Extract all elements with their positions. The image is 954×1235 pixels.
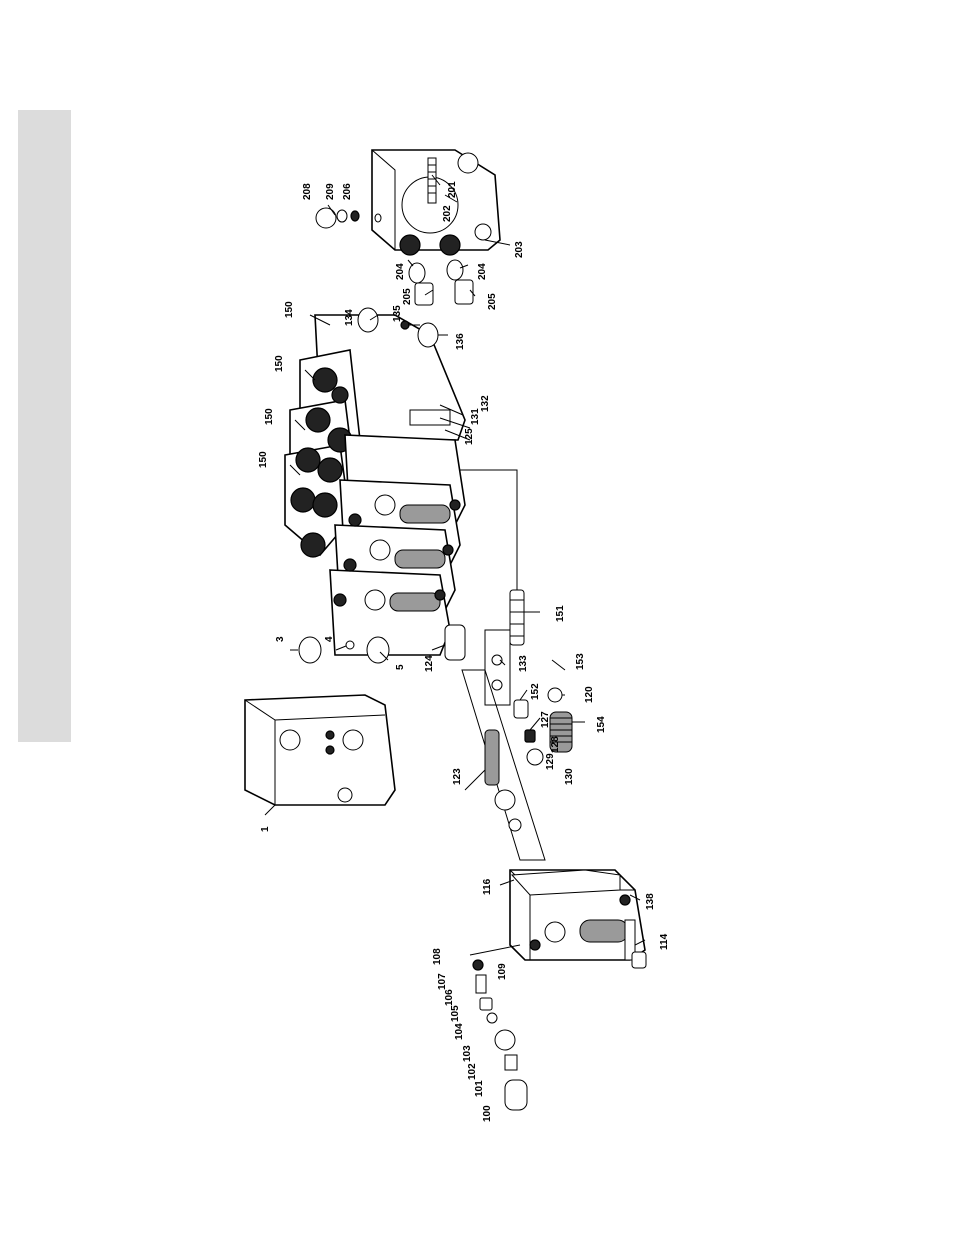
callout-151: 151 xyxy=(555,605,566,622)
callout-205-left: 205 xyxy=(402,288,413,305)
callout-4: 4 xyxy=(324,636,335,642)
callout-204-right: 204 xyxy=(477,263,488,280)
callout-100: 100 xyxy=(482,1105,493,1122)
callout-131: 131 xyxy=(470,408,481,425)
fittings-205 xyxy=(415,280,473,305)
callout-154: 154 xyxy=(596,716,607,733)
callout-104: 104 xyxy=(454,1023,465,1040)
callout-105: 105 xyxy=(450,1005,461,1022)
callout-5: 5 xyxy=(395,664,406,670)
callout-135: 135 xyxy=(392,305,403,322)
callout-138: 138 xyxy=(645,893,656,910)
callout-116: 116 xyxy=(482,878,493,895)
callout-102: 102 xyxy=(467,1063,478,1080)
callout-206: 206 xyxy=(342,183,353,200)
callout-136: 136 xyxy=(455,333,466,350)
callout-202: 202 xyxy=(442,205,453,222)
callout-205-right: 205 xyxy=(487,293,498,310)
callout-201: 201 xyxy=(447,181,458,198)
callout-108: 108 xyxy=(432,948,443,965)
valve-stack xyxy=(285,315,465,655)
callout-128: 128 xyxy=(550,736,561,753)
callout-204-left: 204 xyxy=(395,263,406,280)
callout-120: 120 xyxy=(584,686,595,703)
callout-130: 130 xyxy=(564,768,575,785)
plate-133 xyxy=(485,630,510,705)
callout-132: 132 xyxy=(480,395,491,412)
callout-3: 3 xyxy=(275,636,286,642)
callout-203: 203 xyxy=(514,241,525,258)
callout-127: 127 xyxy=(540,711,551,728)
callout-134: 134 xyxy=(344,309,355,326)
callout-150-c: 150 xyxy=(264,408,275,425)
callout-129: 129 xyxy=(545,753,556,770)
callout-107: 107 xyxy=(437,973,448,990)
callout-106: 106 xyxy=(444,989,455,1006)
callout-150-d: 150 xyxy=(258,451,269,468)
callout-152: 152 xyxy=(530,683,541,700)
spool-assembly-151 xyxy=(460,470,524,645)
callout-1: 1 xyxy=(260,826,271,832)
washers-204 xyxy=(409,260,463,283)
callout-153: 153 xyxy=(575,653,586,670)
callout-208: 208 xyxy=(302,183,313,200)
callout-109: 109 xyxy=(497,963,508,980)
callout-209: 209 xyxy=(325,183,336,200)
relief-stud-201 xyxy=(428,158,436,203)
callout-114: 114 xyxy=(659,933,670,950)
callout-124: 124 xyxy=(424,655,435,672)
callout-103: 103 xyxy=(462,1045,473,1062)
inlet-end-cover xyxy=(245,695,395,805)
spool-124 xyxy=(445,625,465,660)
callout-133: 133 xyxy=(518,655,529,672)
callout-125: 125 xyxy=(464,428,475,445)
callout-150-a: 150 xyxy=(284,301,295,318)
callout-123: 123 xyxy=(452,768,463,785)
callout-150-b: 150 xyxy=(274,355,285,372)
check-parts-127-130 xyxy=(514,700,543,765)
callout-101: 101 xyxy=(474,1080,485,1097)
